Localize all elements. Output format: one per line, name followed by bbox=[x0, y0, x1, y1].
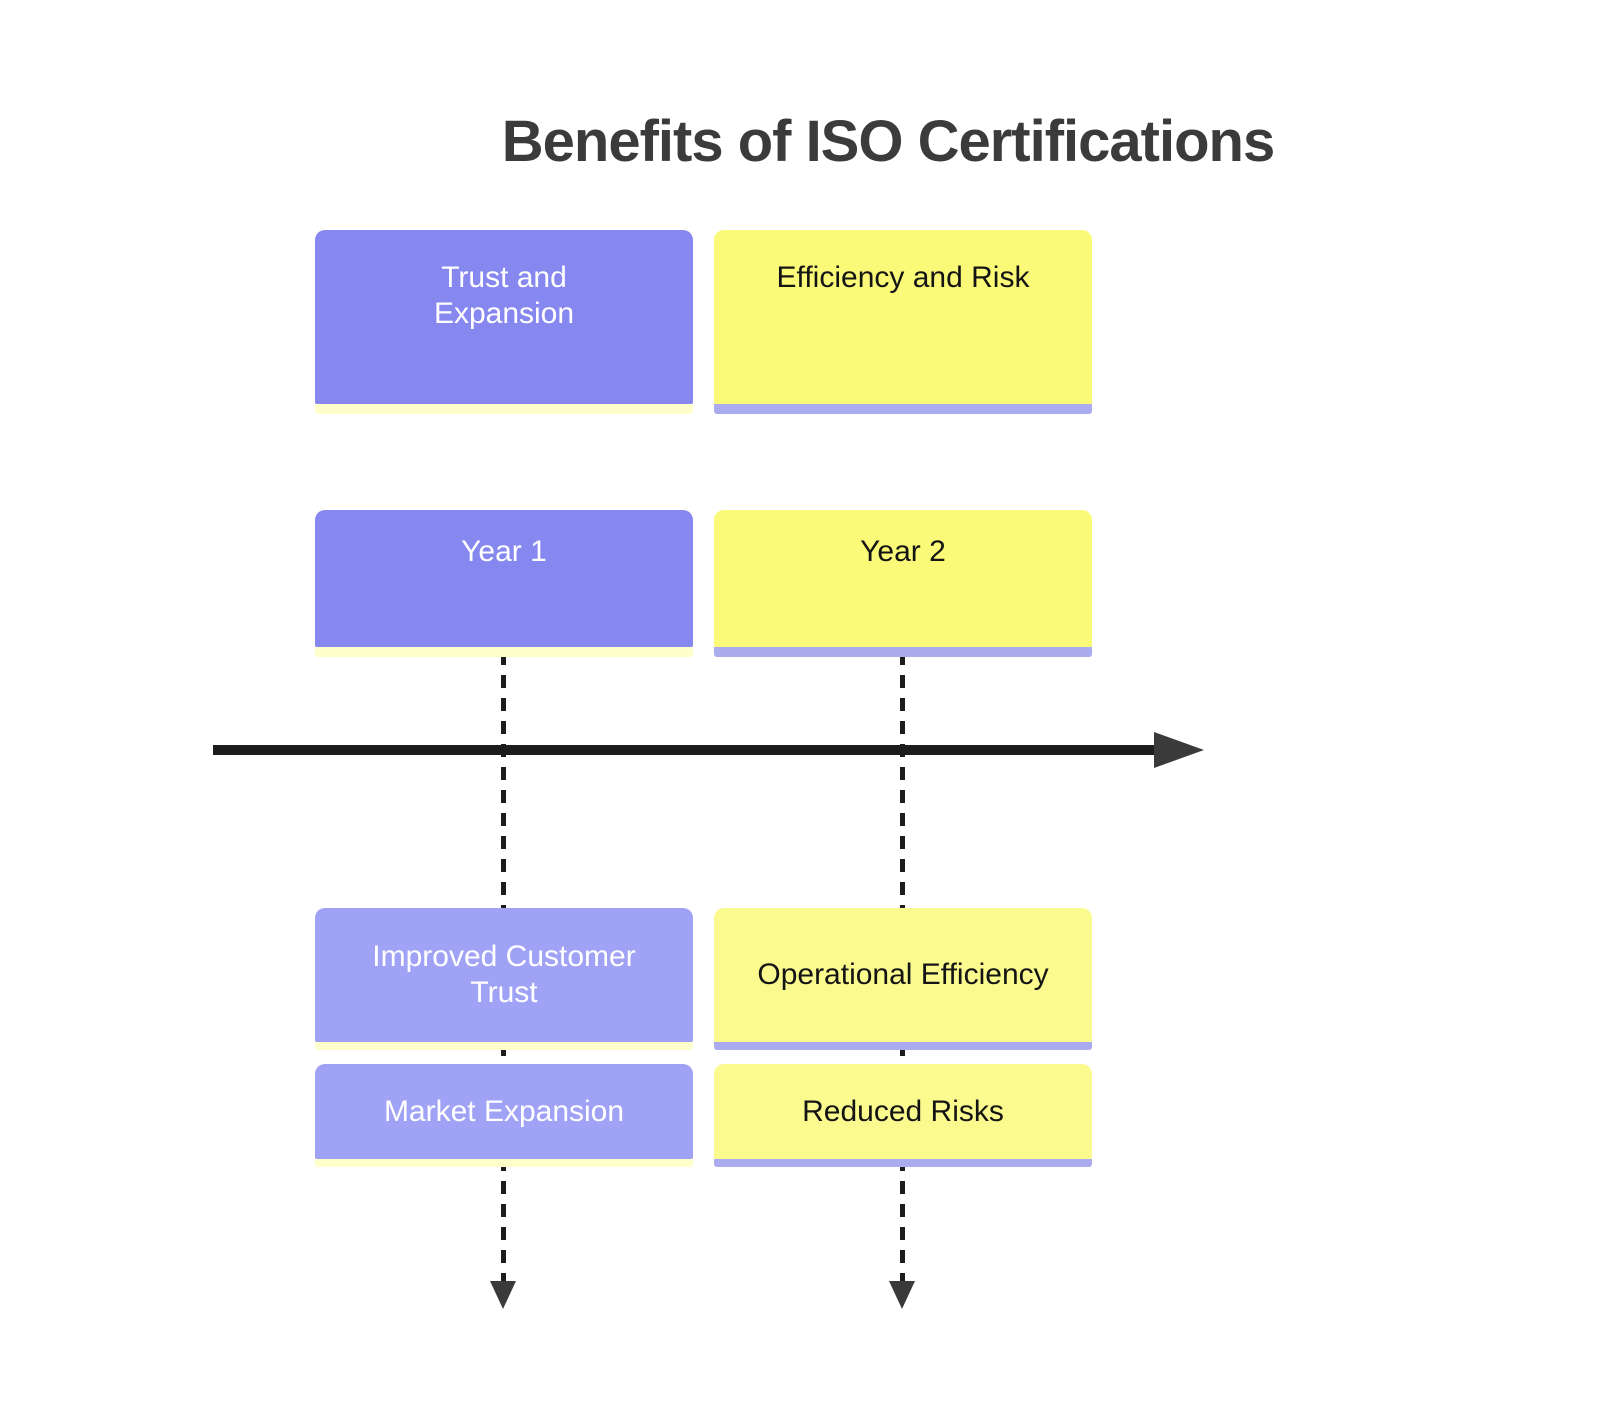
node-label: Market Expansion bbox=[383, 1094, 625, 1128]
accent-strip bbox=[315, 647, 693, 657]
accent-strip bbox=[315, 404, 693, 414]
node-label: Operational Efficiency bbox=[757, 958, 1049, 991]
reduced-risks-box: Reduced Risks bbox=[714, 1064, 1092, 1167]
node-label: Year 1 bbox=[461, 535, 547, 568]
accent-strip bbox=[315, 1159, 693, 1167]
trust-and-expansion-header-box: Trust and Expansion bbox=[315, 230, 693, 414]
efficiency-and-risk-header-box: Efficiency and Risk bbox=[714, 230, 1092, 414]
market-expansion-box: Market Expansion bbox=[315, 1064, 693, 1167]
arrow-down-icon bbox=[889, 1281, 915, 1309]
year-1-box: Year 1 bbox=[315, 510, 693, 657]
node-label: Reduced Risks bbox=[802, 1094, 1004, 1128]
arrow-down-icon bbox=[490, 1281, 516, 1309]
arrow-right-icon bbox=[1154, 732, 1204, 768]
accent-strip bbox=[714, 647, 1092, 657]
node-label: Year 2 bbox=[860, 535, 946, 568]
accent-strip bbox=[714, 404, 1092, 414]
year-2-box: Year 2 bbox=[714, 510, 1092, 657]
node-label: Efficiency and Risk bbox=[776, 261, 1030, 294]
diagram-title: Benefits of ISO Certifications bbox=[501, 109, 1275, 174]
accent-strip bbox=[714, 1042, 1092, 1050]
timeline-line bbox=[213, 745, 1155, 755]
node-label: Improved Customer Trust bbox=[372, 940, 636, 1009]
node-label: Trust and Expansion bbox=[433, 261, 575, 330]
improved-customer-trust-box: Improved Customer Trust bbox=[315, 908, 693, 1050]
accent-strip bbox=[714, 1159, 1092, 1167]
accent-strip bbox=[315, 1042, 693, 1050]
operational-efficiency-box: Operational Efficiency bbox=[714, 908, 1092, 1050]
